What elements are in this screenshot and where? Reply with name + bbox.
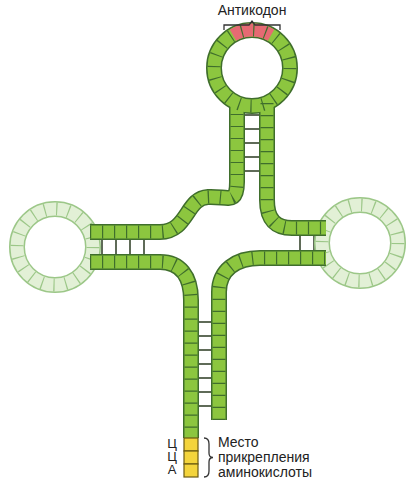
pale-loops bbox=[17, 205, 398, 285]
nucleotide-letter: Ц bbox=[164, 450, 180, 463]
attachment-brace bbox=[204, 438, 213, 477]
rna-strands bbox=[90, 30, 326, 438]
anticodon-label: Антикодон bbox=[192, 3, 312, 18]
cca-cells bbox=[184, 438, 198, 477]
nucleotide-letter: А bbox=[164, 463, 180, 476]
nucleotide-letter: Ц bbox=[164, 437, 180, 450]
attachment-site-label: Место прикрепления аминокислоты bbox=[218, 435, 322, 480]
anticodon-bracket bbox=[224, 21, 280, 30]
